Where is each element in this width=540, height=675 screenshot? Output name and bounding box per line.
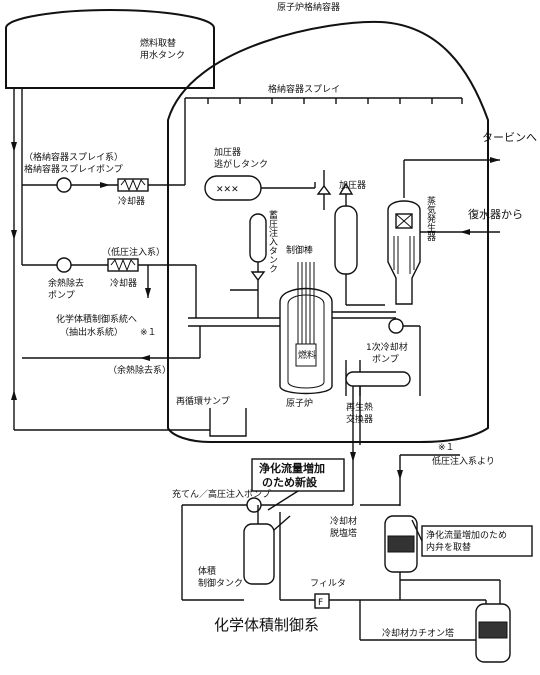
lp-from-label: 低圧注入系より bbox=[432, 455, 495, 467]
new-box-label-2: のため新設 bbox=[262, 475, 318, 489]
recirc-sump bbox=[209, 408, 247, 437]
cvcs-to-label-1: 化学体積制御系統へ bbox=[56, 313, 137, 325]
new-installation-box bbox=[251, 458, 345, 492]
new-box-label-1: 浄化流量増加 bbox=[259, 461, 325, 475]
spray-pump-icon bbox=[56, 177, 72, 193]
cooler-1-coil bbox=[120, 178, 146, 192]
control-rod-label: 制御棒 bbox=[286, 244, 313, 256]
rhr-pump-label-2: ポンプ bbox=[48, 290, 75, 301]
cooler-2-label: 冷却器 bbox=[110, 277, 137, 289]
recirc-sump-label: 再循環サンプ bbox=[176, 395, 230, 407]
flow-arrow bbox=[145, 288, 151, 298]
rcp-label-2: ポンプ bbox=[372, 354, 399, 365]
containment-vessel-label: 原子炉格納容器 bbox=[277, 1, 340, 13]
vct-label-1: 体積 bbox=[198, 565, 216, 577]
vct-label-2: 制御タンク bbox=[198, 577, 243, 589]
pressurizer-valve bbox=[338, 182, 354, 195]
relief-tank-label-2: 逃がしタンク bbox=[214, 158, 268, 170]
lp-injection-label: （低圧注入系） bbox=[102, 246, 165, 258]
flow-arrow bbox=[100, 182, 110, 188]
internals-box bbox=[421, 525, 533, 557]
demin-label-2: 脱塩塔 bbox=[330, 527, 357, 539]
note-1-label: ※１ bbox=[140, 328, 157, 338]
spray-system-label: （格納容器スプレイ系） bbox=[24, 151, 123, 163]
fuel-label: 燃料 bbox=[298, 349, 316, 361]
internals-label-2: 内弁を取替 bbox=[426, 541, 471, 553]
reactor-label: 原子炉 bbox=[286, 397, 313, 409]
cation-bed bbox=[478, 621, 508, 639]
accumulator-tank bbox=[249, 213, 267, 263]
internals-label-1: 浄化流量増加のため bbox=[426, 529, 507, 541]
cooler-1-label: 冷却器 bbox=[118, 195, 145, 207]
turbine-label: タービンへ bbox=[482, 131, 537, 144]
relief-tank-label-1: 加圧器 bbox=[214, 147, 241, 158]
internals-pointer bbox=[411, 519, 423, 542]
vct-spray bbox=[273, 515, 291, 531]
filter-label: フィルタ bbox=[310, 578, 346, 589]
containment-spray-label: 格納容器スプレイ bbox=[268, 83, 340, 95]
pressurizer-label: 加圧器 bbox=[339, 180, 366, 191]
regen-hx-label-1: 再生熱 bbox=[346, 401, 373, 413]
charging-pump-label: 充てん／高圧注入ポンプ bbox=[172, 488, 271, 500]
flow-arrow bbox=[490, 157, 500, 163]
flow-arrow bbox=[11, 142, 17, 152]
charging-pump-icon bbox=[246, 497, 262, 513]
rhr-pump-label-1: 余熱除去 bbox=[48, 277, 84, 289]
flow-arrow bbox=[11, 390, 17, 400]
note-2-label: ※１ bbox=[438, 443, 455, 453]
demin-label-1: 冷却材 bbox=[330, 515, 357, 527]
reactor-coolant-pump bbox=[388, 318, 404, 334]
cation-tower-label: 冷却材カチオン塔 bbox=[382, 627, 454, 639]
volume-control-tank bbox=[243, 523, 275, 585]
filter-symbol: F bbox=[318, 598, 323, 608]
regen-hx-label-2: 交換器 bbox=[346, 413, 373, 425]
flow-arrow bbox=[11, 230, 17, 240]
condenser-label: 復水器から bbox=[468, 208, 523, 221]
steam-generator-label: 蒸気発生器 bbox=[425, 195, 436, 241]
flow-arrow bbox=[140, 355, 150, 361]
rhr-pump-icon bbox=[56, 257, 72, 273]
fuel-storage-tank bbox=[5, 8, 215, 89]
sg-tubes bbox=[393, 236, 415, 274]
diagram-title: 化学体積制御系 bbox=[214, 616, 319, 634]
cvcs-to-label-2: （抽出水系統） bbox=[60, 326, 123, 338]
reactor-core-barrel bbox=[287, 294, 325, 389]
sg-separator-x bbox=[395, 213, 413, 229]
relief-tank-marks: ✕✕✕ bbox=[216, 185, 239, 195]
new-box-pointer bbox=[267, 490, 299, 511]
spray-pump-label: 格納容器スプレイポンプ bbox=[24, 163, 123, 175]
accumulator-valve bbox=[250, 271, 266, 282]
pressurizer bbox=[334, 205, 358, 275]
accumulator-label: 蓄圧注入タンク bbox=[267, 209, 278, 273]
regenerative-hx bbox=[345, 371, 411, 387]
flow-arrow bbox=[397, 470, 403, 480]
spray-valve bbox=[316, 184, 332, 195]
flow-arrow bbox=[460, 229, 470, 235]
rhr-system-label: （余熱除去系） bbox=[108, 364, 171, 376]
fuel-tank-label-1: 燃料取替 bbox=[140, 37, 176, 49]
demineralizer-bed bbox=[387, 535, 415, 553]
flow-arrow bbox=[350, 452, 356, 462]
filter-icon bbox=[314, 593, 330, 609]
rcp-label-1: 1次冷却材 bbox=[366, 341, 408, 353]
cooler-2-coil bbox=[110, 258, 136, 272]
containment-vessel-outline bbox=[167, 20, 489, 443]
fuel-tank-label-2: 用水タンク bbox=[140, 49, 185, 61]
